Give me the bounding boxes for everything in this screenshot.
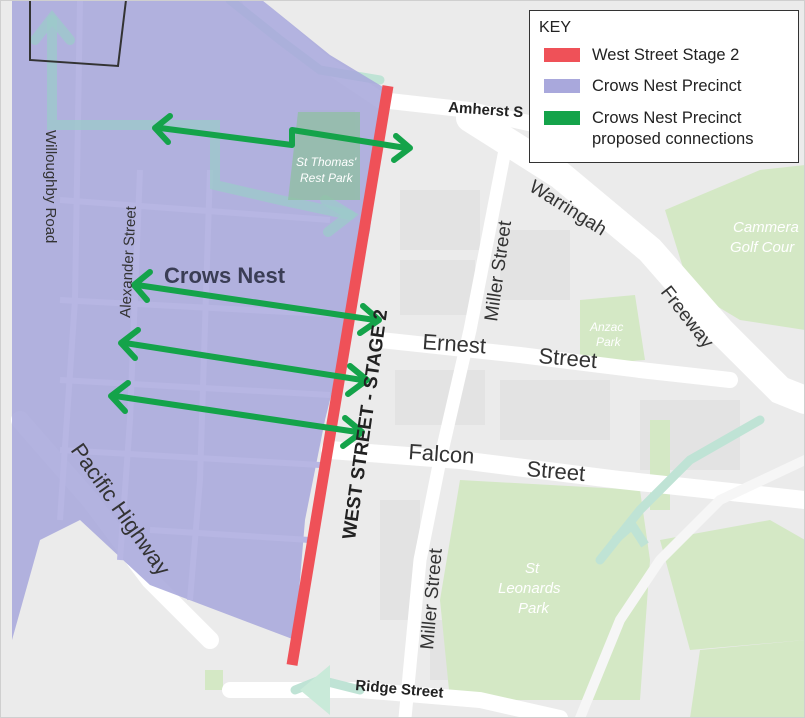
st-leonards-label: Leonards	[498, 580, 561, 597]
connection-arrow-2	[131, 269, 382, 336]
anzac-park-label: Park	[596, 335, 622, 349]
st-thomas-label: St Thomas'	[296, 155, 357, 169]
alexander-street-label: Alexander Street	[117, 205, 140, 318]
key-item-west-street: West Street Stage 2	[544, 46, 740, 66]
key-item-precinct: Crows Nest Precinct	[544, 77, 742, 97]
proposed-connections	[108, 113, 413, 449]
precinct-swatch	[544, 79, 580, 93]
ernest-label: Ernest	[422, 329, 487, 358]
crows-nest-label: Crows Nest	[164, 263, 286, 288]
willoughby-road-label: Willoughby Road	[42, 130, 59, 243]
connection-arrow-4	[108, 380, 365, 449]
key-label-connections: Crows Nest Precinct proposed connections	[592, 109, 754, 148]
key-label-west-street: West Street Stage 2	[592, 46, 740, 64]
connection-arrow-3	[118, 327, 370, 397]
ernest-street-label: Street	[538, 343, 599, 373]
precinct-faint-arrows	[30, 9, 359, 237]
key-label-precinct: Crows Nest Precinct	[592, 77, 742, 95]
st-leonards-park-label: Park	[518, 600, 550, 617]
st-leonards-st-label: St	[525, 560, 540, 577]
precinct-streets	[57, 0, 346, 601]
key-item-connections: Crows Nest Precinct proposed connections	[544, 109, 792, 150]
cammeray-label: Cammera	[733, 219, 799, 236]
highway-arrow-bottom-icon	[300, 665, 330, 715]
amherst-street-label: Amherst S	[448, 99, 524, 121]
key-title: KEY	[539, 19, 572, 36]
highway-arrow-icon	[612, 518, 649, 548]
connections-swatch	[544, 111, 580, 125]
falcon-street-label: Street	[526, 456, 587, 486]
rest-park-label: Rest Park	[300, 171, 354, 185]
falcon-label: Falcon	[408, 439, 476, 469]
connection-arrow-1	[152, 113, 413, 163]
west-street-swatch	[544, 48, 580, 62]
anzac-label: Anzac	[589, 320, 623, 334]
boundary-line	[29, 0, 127, 68]
map-key: KEY West Street Stage 2 Crows Nest Preci…	[529, 10, 799, 163]
golf-course-label: Golf Cour	[730, 239, 795, 256]
